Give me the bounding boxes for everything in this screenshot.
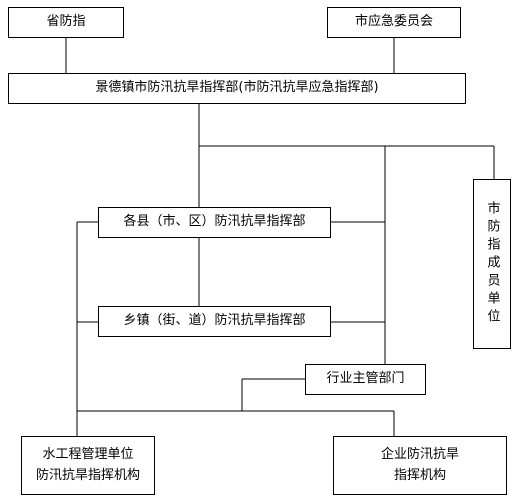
node-member-label: 市防指成员单位: [484, 201, 500, 327]
node-water-engineering-unit: 水工程管理单位 防汛抗旱指挥机构: [21, 436, 155, 495]
node-township-label: 乡镇（街、道）防汛抗旱指挥部: [123, 313, 306, 329]
node-industry-label: 行业主管部门: [326, 371, 405, 387]
node-enterprise-label: 企业防汛抗旱 指挥机构: [380, 447, 459, 483]
node-township-flood-command: 乡镇（街、道）防汛抗旱指挥部: [98, 306, 331, 337]
node-enterprise-flood-command: 企业防汛抗旱 指挥机构: [333, 436, 507, 495]
node-committee-label: 市应急委员会: [354, 14, 433, 30]
node-water-label: 水工程管理单位 防汛抗旱指挥机构: [35, 447, 140, 483]
node-municipal-emergency-committee: 市应急委员会: [327, 7, 461, 38]
node-county-flood-command: 各县（市、区）防汛抗旱指挥部: [98, 207, 331, 238]
node-provincial-flood-command: 省防指: [8, 7, 124, 38]
node-city-flood-command: 景德镇市防汛抗旱指挥部(市防汛抗旱应急指挥部): [8, 73, 466, 104]
node-industry-department: 行业主管部门: [305, 364, 426, 395]
node-member-units: 市防指成员单位: [473, 179, 511, 349]
node-county-label: 各县（市、区）防汛抗旱指挥部: [123, 214, 306, 230]
node-provincial-label: 省防指: [46, 14, 86, 30]
node-city-label: 景德镇市防汛抗旱指挥部(市防汛抗旱应急指挥部): [95, 80, 379, 96]
